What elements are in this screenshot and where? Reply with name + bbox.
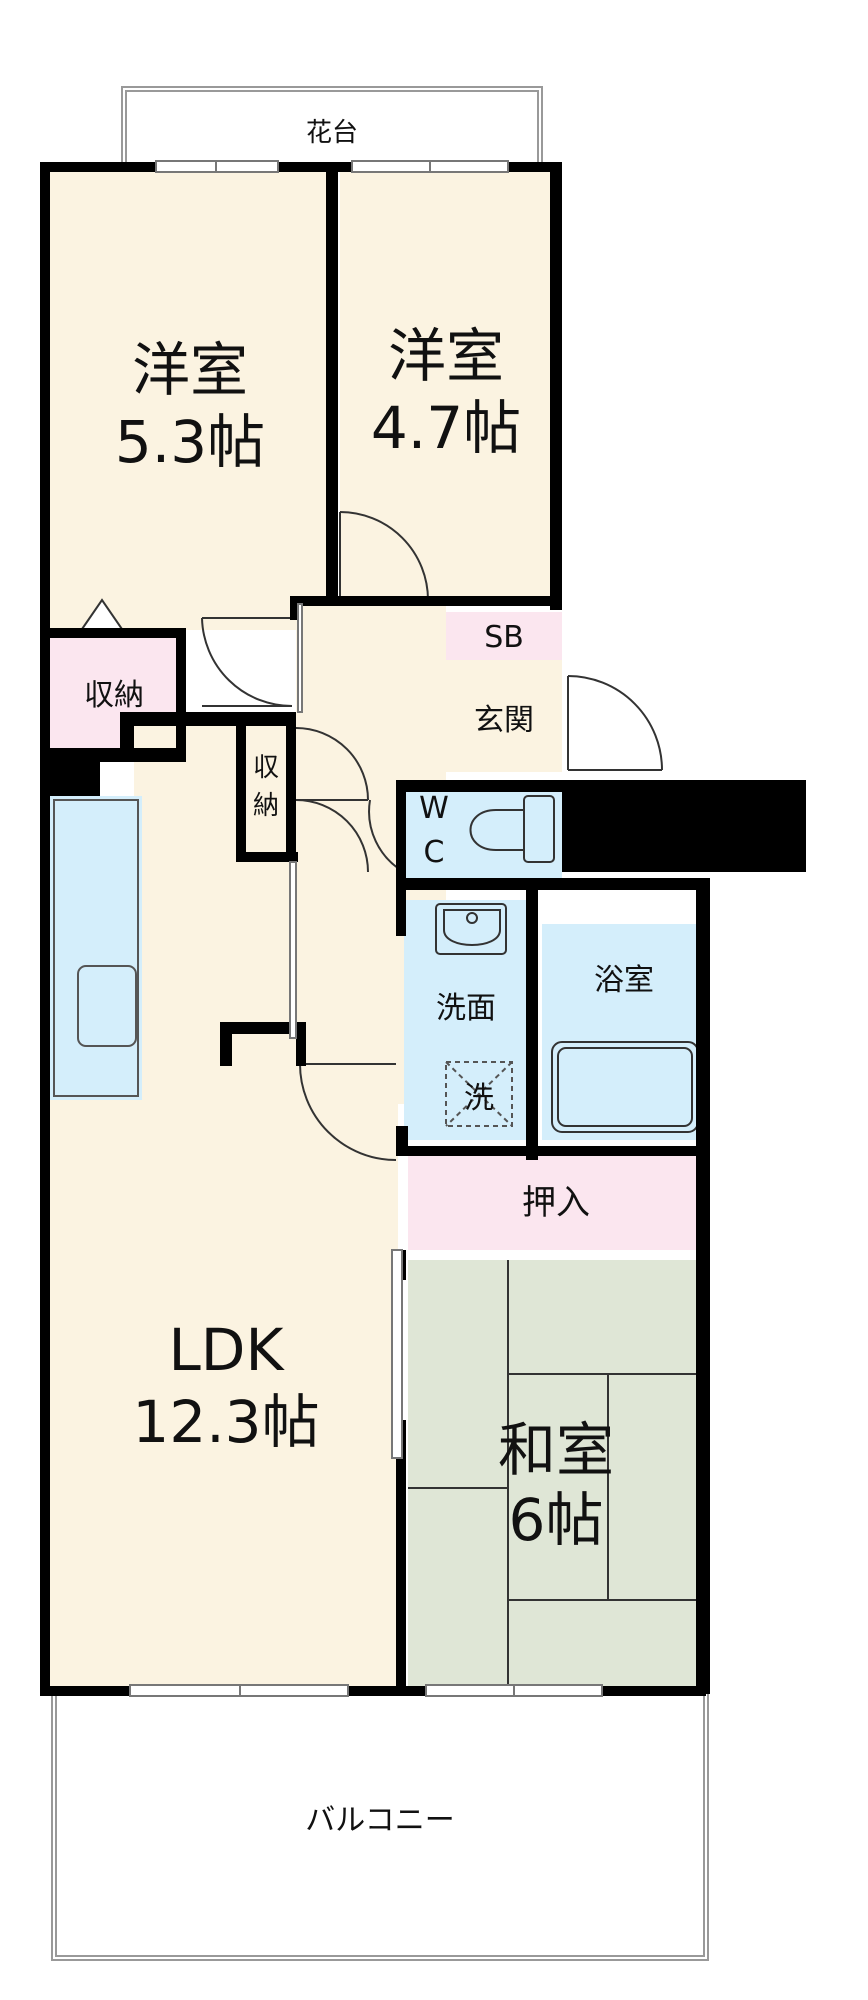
- washroom-label: 洗面: [436, 991, 496, 1026]
- flower-box: [121, 86, 543, 165]
- western-room-2-size: 4.7帖: [371, 394, 521, 462]
- wc-label-w: W: [419, 791, 449, 826]
- western-room-2-name: 洋室: [388, 322, 504, 390]
- washroom-floor: [404, 900, 528, 1140]
- window-mullions: [215, 161, 515, 1696]
- washer-pan-icon: [445, 1061, 513, 1127]
- entrance-label: 玄関: [474, 703, 534, 738]
- storage-2-label-bottom: 納: [253, 791, 279, 821]
- flower-box-label: 花台: [306, 118, 358, 148]
- ldk-size: 12.3帖: [132, 1388, 319, 1456]
- door-swings: [201, 511, 663, 1161]
- western-room-1-floor: [50, 172, 332, 630]
- kitchen-floor: [50, 796, 142, 1100]
- shoe-box-floor: [446, 612, 562, 660]
- wc-label-c: C: [424, 835, 445, 870]
- washitsu-name: 和室: [498, 1416, 614, 1484]
- western-room-2-floor: [340, 172, 562, 604]
- washer-label: 洗: [464, 1081, 494, 1116]
- storage-1-label: 収納: [84, 678, 144, 713]
- western-room-1-name: 洋室: [132, 336, 248, 404]
- closet-floor: [408, 1154, 706, 1250]
- entrance-floor: [446, 660, 562, 772]
- kitchen-counter: [53, 799, 139, 1097]
- sliding-doors: [289, 603, 403, 1459]
- bathroom-label: 浴室: [594, 963, 654, 998]
- bathroom-floor: [542, 924, 706, 1140]
- sink-icon: [435, 903, 507, 955]
- western-room-1-size: 5.3帖: [115, 408, 265, 476]
- storage-2-label-top: 収: [253, 753, 279, 783]
- washitsu-floor: [408, 1260, 706, 1686]
- balcony: [51, 1692, 709, 1961]
- washitsu-size: 6帖: [509, 1486, 604, 1554]
- shoe-box-label: SB: [484, 620, 524, 655]
- ldk-name: LDK: [168, 1316, 285, 1384]
- ldk-floor-lower: [50, 1100, 398, 1686]
- tatami-lines: [408, 1260, 706, 1686]
- walls: [40, 162, 806, 1696]
- toilet-icon: [469, 795, 555, 863]
- closet-label: 押入: [522, 1183, 590, 1223]
- wc-floor: [404, 788, 562, 884]
- balcony-label: バルコニー: [305, 1803, 454, 1838]
- ldk-floor-upper: [134, 720, 296, 1100]
